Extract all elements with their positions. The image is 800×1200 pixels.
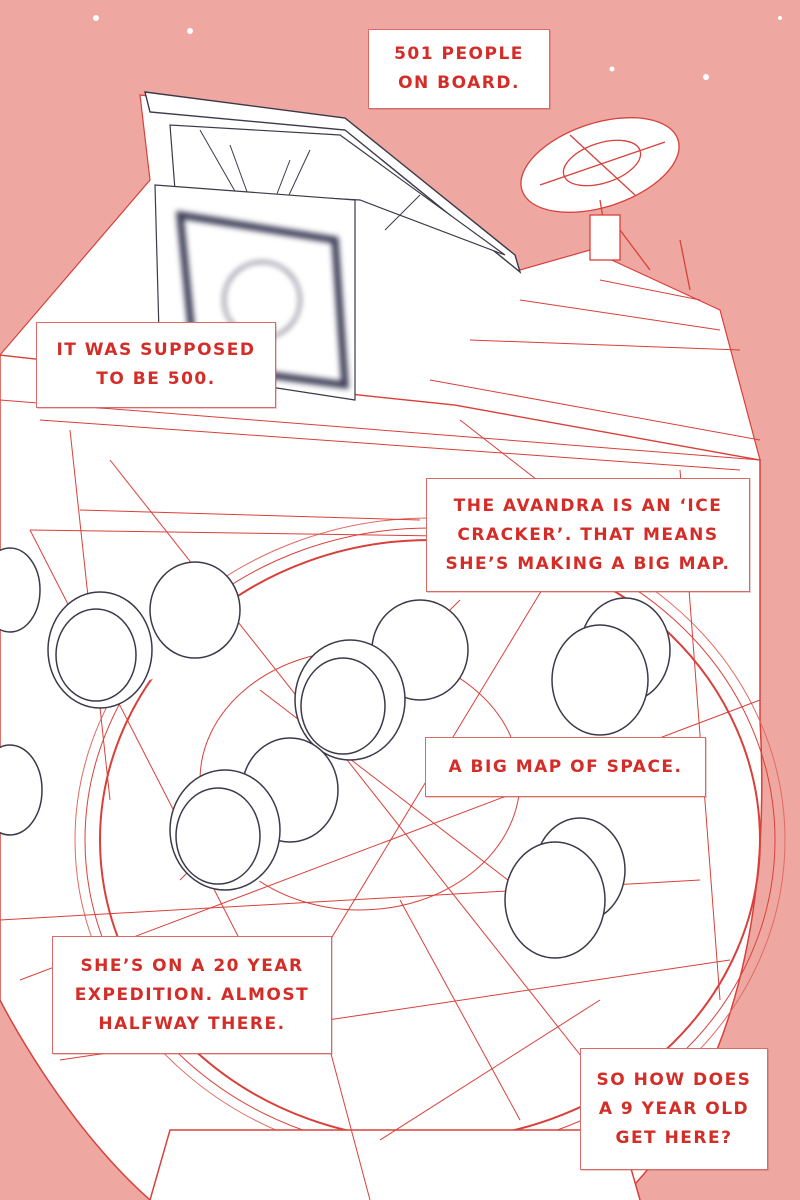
thruster-right-top — [551, 597, 671, 736]
caption-line: EXPEDITION. ALMOST — [74, 984, 310, 1005]
thruster-left-mid — [0, 744, 43, 836]
radar-dish — [520, 117, 691, 291]
caption-supposed-to-be-500: IT WAS SUPPOSED TO BE 500. — [36, 322, 276, 408]
caption-line: GET HERE? — [615, 1127, 733, 1148]
caption-line: A 9 YEAR OLD — [598, 1098, 750, 1119]
thrusters — [0, 547, 671, 959]
caption-line: SO HOW DOES — [596, 1069, 752, 1090]
thruster-upper-left — [47, 561, 241, 709]
caption-line: ON BOARD. — [398, 73, 520, 93]
thruster-left-top — [0, 547, 41, 633]
caption-line: A BIG MAP OF SPACE. — [448, 756, 683, 777]
thruster-lower-center — [169, 737, 339, 891]
caption-line: IT WAS SUPPOSED — [56, 340, 256, 360]
caption-line: HALFWAY THERE. — [98, 1013, 286, 1034]
caption-line: CRACKER’. THAT MEANS — [457, 524, 719, 545]
thruster-right-bottom — [504, 817, 626, 959]
caption-twenty-year-expedition: SHE’S ON A 20 YEAR EXPEDITION. ALMOST HA… — [52, 936, 332, 1054]
stars — [93, 15, 782, 80]
caption-line: TO BE 500. — [96, 369, 216, 389]
caption-line: 501 PEOPLE — [394, 44, 524, 64]
caption-line: SHE’S MAKING A BIG MAP. — [445, 553, 731, 574]
caption-people-on-board: 501 PEOPLE ON BOARD. — [368, 29, 550, 109]
caption-avandra-ice-cracker: THE AVANDRA IS AN ‘ICE CRACKER’. THAT ME… — [426, 478, 750, 592]
caption-line: SHE’S ON A 20 YEAR — [80, 955, 304, 976]
caption-how-does-nine-year-old-get-here: SO HOW DOES A 9 YEAR OLD GET HERE? — [580, 1048, 768, 1170]
caption-big-map-of-space: A BIG MAP OF SPACE. — [425, 737, 706, 797]
thruster-center — [294, 599, 470, 761]
caption-line: THE AVANDRA IS AN ‘ICE — [453, 495, 723, 516]
